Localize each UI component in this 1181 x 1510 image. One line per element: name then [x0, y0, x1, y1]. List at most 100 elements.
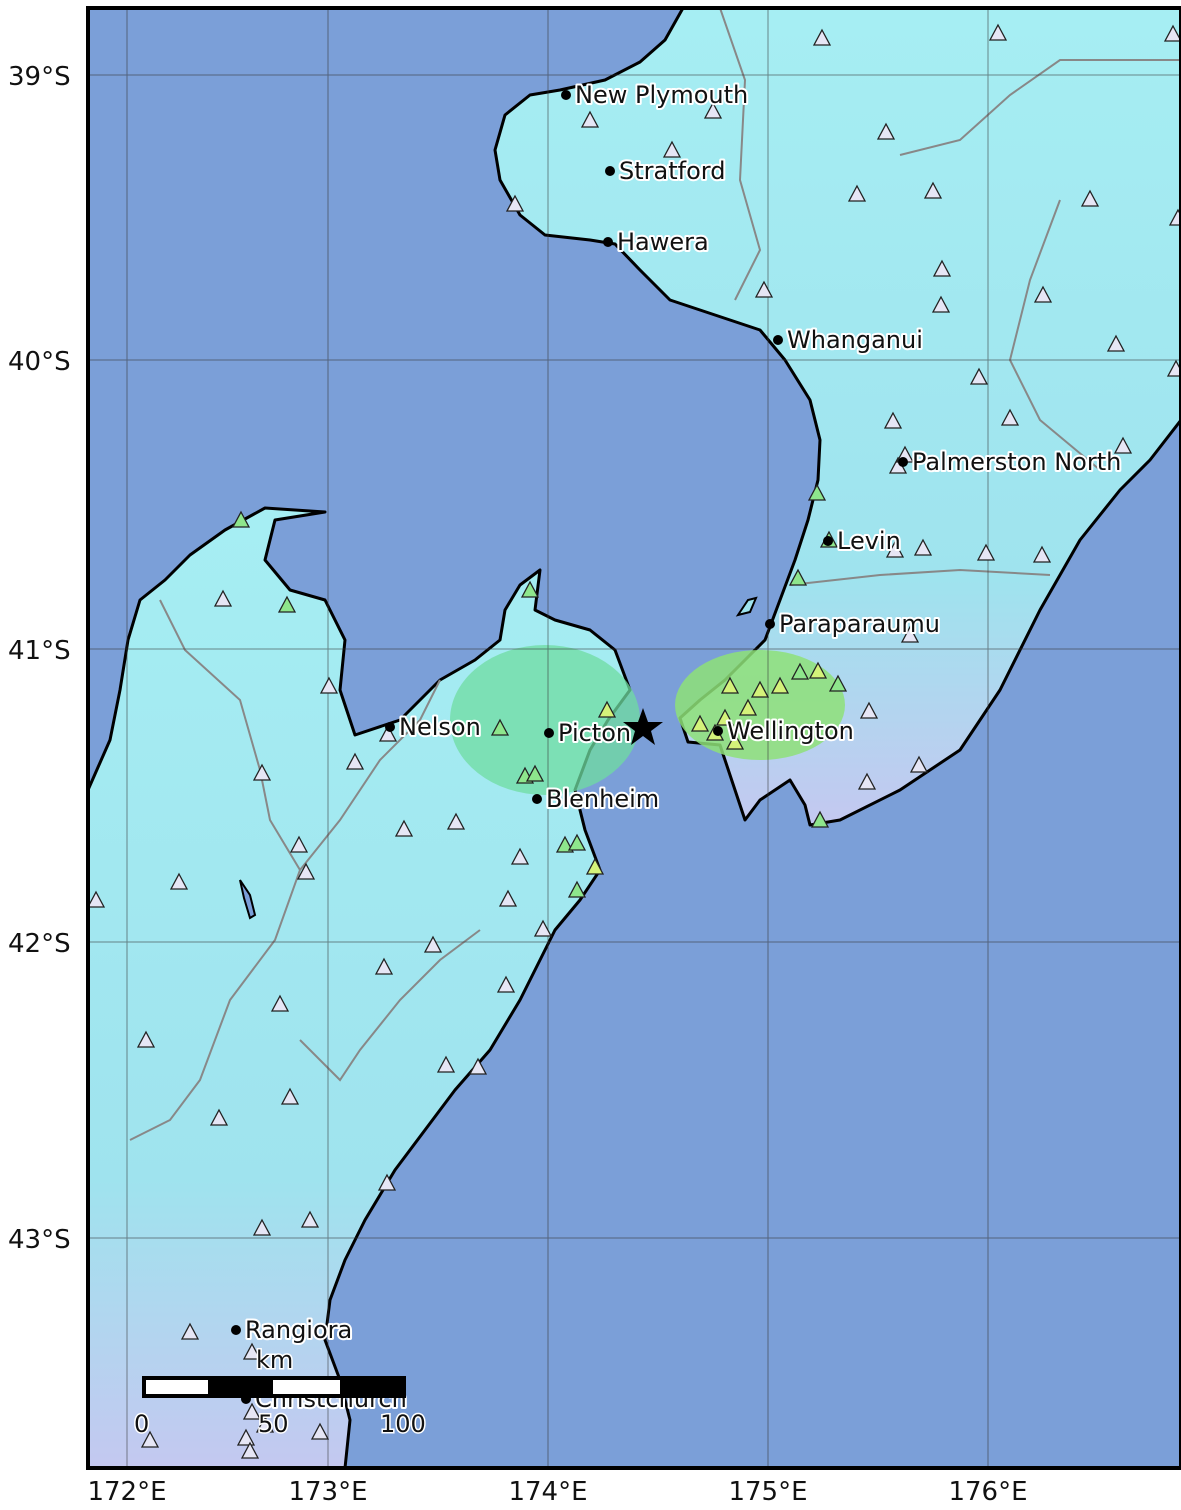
scale-bar: km 0 50 100	[133, 1345, 428, 1440]
station-triangle-icon	[828, 674, 848, 692]
city-dot	[605, 166, 615, 176]
station-triangle-icon	[136, 1030, 156, 1048]
lat-label: 42°S	[8, 929, 71, 959]
station-triangle-icon	[1000, 408, 1020, 426]
station-triangle-icon	[662, 140, 682, 158]
station-triangle-icon	[378, 724, 398, 742]
station-triangle-icon	[319, 676, 339, 694]
station-triangle-icon	[277, 595, 297, 613]
lon-label: 176°E	[948, 1477, 1027, 1506]
city-dot	[532, 794, 542, 804]
station-triangle-icon	[468, 1057, 488, 1075]
station-triangle-icon	[1106, 334, 1126, 352]
station-triangle-icon	[255, 1415, 275, 1433]
station-triangle-icon	[876, 122, 896, 140]
station-triangle-icon	[597, 700, 617, 718]
station-triangle-icon	[505, 194, 525, 212]
station-triangle-icon	[703, 101, 723, 119]
station-triangle-icon	[242, 1402, 262, 1420]
station-triangle-icon	[490, 718, 510, 736]
lon-label: 174°E	[508, 1477, 587, 1506]
city-label: New Plymouth	[575, 81, 748, 109]
latitude-axis: 39°S 40°S 41°S 42°S 43°S	[8, 62, 71, 1255]
station-triangle-icon	[969, 367, 989, 385]
station-triangle-icon	[788, 568, 808, 586]
station-triangle-icon	[242, 1342, 262, 1360]
station-triangle-icon	[1080, 189, 1100, 207]
city-label: Rangiora	[245, 1316, 352, 1344]
station-triangle-icon	[280, 1087, 300, 1105]
station-triangle-icon	[436, 1055, 456, 1073]
station-triangle-icon	[988, 23, 1008, 41]
station-triangle-icon	[498, 889, 518, 907]
station-triangle-icon	[520, 580, 540, 598]
station-triangle-icon	[252, 1218, 272, 1236]
station-triangle-icon	[169, 872, 189, 890]
lon-label: 172°E	[87, 1477, 166, 1506]
lat-label: 43°S	[8, 1225, 71, 1255]
station-triangle-icon	[725, 732, 745, 750]
station-triangle-icon	[231, 510, 251, 528]
station-triangle-icon	[715, 708, 735, 726]
moderate-shaking-zone	[450, 645, 640, 795]
seismic-stations	[88, 23, 1181, 1459]
station-triangle-icon	[923, 181, 943, 199]
city-dot	[561, 90, 571, 100]
city-label: Blenheim	[546, 785, 659, 813]
station-triangle-icon	[555, 835, 575, 853]
station-triangle-icon	[374, 957, 394, 975]
station-triangle-icon	[790, 662, 810, 680]
station-triangle-icon	[847, 184, 867, 202]
city-label: Wellington	[727, 717, 854, 745]
station-triangle-icon	[236, 1428, 256, 1446]
station-triangle-icon	[394, 819, 414, 837]
station-triangle-icon	[496, 975, 516, 993]
station-triangle-icon	[209, 1108, 229, 1126]
station-triangle-icon	[345, 752, 365, 770]
scale-unit: km	[256, 1346, 293, 1374]
station-triangle-icon	[446, 812, 466, 830]
station-triangle-icon	[213, 589, 233, 607]
station-triangle-icon	[976, 543, 996, 561]
station-triangle-icon	[909, 755, 929, 773]
city-dot	[713, 726, 723, 736]
epicenter-star-icon	[623, 708, 663, 745]
scale-tick-50: 50	[258, 1410, 289, 1438]
station-triangle-icon	[931, 295, 951, 313]
station-triangle-icon	[525, 764, 545, 782]
station-triangle-icon	[807, 483, 827, 501]
lon-label: 173°E	[288, 1477, 367, 1506]
city-dot	[603, 237, 613, 247]
station-triangle-icon	[900, 625, 920, 643]
station-triangle-icon	[510, 847, 530, 865]
city-dot	[773, 335, 783, 345]
station-triangle-icon	[885, 540, 905, 558]
north-island-landmass	[493, 8, 1181, 827]
city-dot	[823, 536, 833, 546]
station-triangle-icon	[812, 28, 832, 46]
graticule	[88, 8, 1181, 1468]
station-triangle-icon	[750, 680, 770, 698]
city-label: Paraparaumu	[779, 610, 940, 638]
city-dot	[765, 619, 775, 629]
station-triangle-icon	[808, 661, 828, 679]
station-triangle-icon	[585, 857, 605, 875]
station-triangle-icon	[310, 1422, 330, 1440]
lat-label: 40°S	[8, 347, 71, 377]
station-triangle-icon	[690, 714, 710, 732]
lake	[239, 879, 257, 920]
station-triangle-icon	[423, 935, 443, 953]
station-triangle-icon	[533, 919, 553, 937]
station-triangle-icon	[567, 833, 587, 851]
station-triangle-icon	[140, 1430, 160, 1448]
station-triangle-icon	[1163, 24, 1181, 42]
station-triangle-icon	[300, 1210, 320, 1228]
station-triangle-icon	[289, 835, 309, 853]
station-triangle-icon	[580, 110, 600, 128]
station-triangle-icon	[180, 1322, 200, 1340]
station-triangle-icon	[720, 676, 740, 694]
lon-label: 175°E	[728, 1477, 807, 1506]
city-label: Hawera	[617, 228, 709, 256]
station-triangle-icon	[883, 411, 903, 429]
station-triangle-icon	[738, 698, 758, 716]
